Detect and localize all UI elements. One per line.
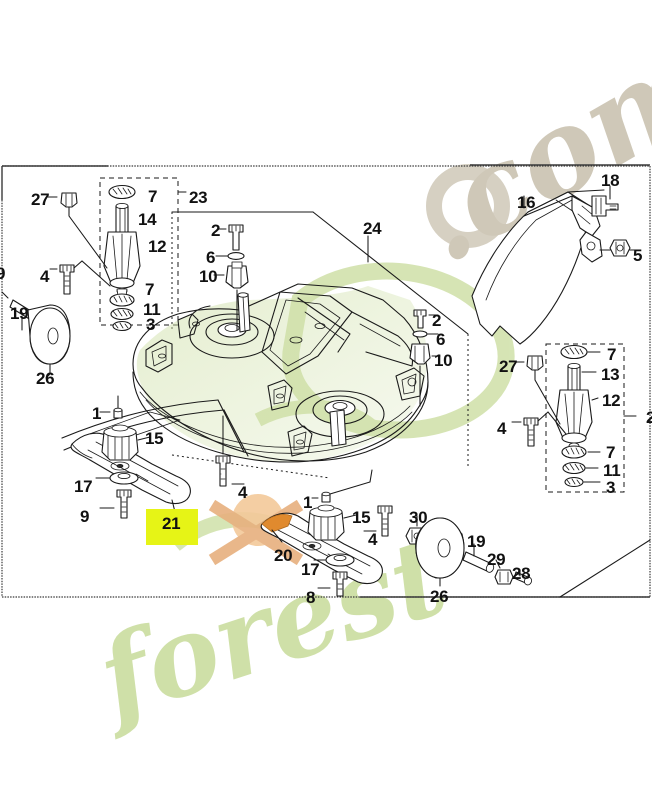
spindle-assembly-left — [103, 184, 141, 332]
callout-2: 2 — [432, 311, 442, 330]
callout-1: 1 — [303, 493, 313, 512]
fasteners-2-6-10-right — [409, 309, 441, 407]
part-4-center — [215, 415, 245, 487]
callout-15: 15 — [352, 508, 371, 527]
callout-27: 27 — [31, 190, 50, 209]
callout-4: 4 — [368, 530, 378, 549]
callout-4: 4 — [497, 419, 507, 438]
callout-26: 26 — [36, 369, 55, 388]
callout-7: 7 — [148, 187, 158, 206]
blade-left-21 — [70, 432, 191, 517]
callout-23: 23 — [189, 188, 208, 207]
callout-12: 12 — [602, 391, 621, 410]
callout-19: 19 — [467, 532, 486, 551]
fasteners-2-6-10-left — [213, 224, 249, 331]
callout-7: 7 — [607, 345, 617, 364]
part-15-left — [99, 395, 151, 461]
deflector-cover-16 — [471, 185, 641, 345]
part-27-right — [515, 355, 561, 425]
part-17-9-left — [95, 471, 139, 519]
spindle-assembly-right — [555, 344, 601, 488]
callout-2: 2 — [646, 408, 652, 427]
highlight-label: 21 — [162, 514, 181, 533]
callout-9: 9 — [80, 507, 90, 526]
part-26-left — [27, 304, 71, 379]
part-27-left — [47, 192, 108, 269]
part-4-left — [49, 260, 111, 295]
callout-17: 17 — [301, 560, 320, 579]
callout-19: 19 — [10, 304, 29, 323]
callout-27: 27 — [499, 357, 518, 376]
callout-4: 4 — [40, 267, 50, 286]
callout-4: 4 — [238, 483, 248, 502]
callout-10: 10 — [199, 267, 218, 286]
part-15-right — [307, 469, 373, 541]
callout-29: 29 — [487, 550, 506, 569]
callout-11: 11 — [603, 461, 621, 480]
callout-8: 8 — [306, 588, 316, 607]
callout-3: 3 — [606, 478, 616, 497]
callout-17: 17 — [74, 477, 93, 496]
callout-6: 6 — [436, 330, 446, 349]
callout-7: 7 — [145, 280, 155, 299]
callout-26: 26 — [430, 587, 449, 606]
callout-15: 15 — [145, 429, 164, 448]
parts-bottom-right — [405, 515, 533, 587]
callout-24: 24 — [363, 219, 382, 238]
callout-30: 30 — [409, 508, 428, 527]
callout-13: 13 — [601, 365, 620, 384]
callout-7: 7 — [606, 443, 616, 462]
callout-2: 2 — [211, 221, 221, 240]
callout-5: 5 — [633, 246, 643, 265]
callout-14: 14 — [138, 210, 157, 229]
callout-20: 20 — [274, 546, 293, 565]
callout-28: 28 — [512, 564, 531, 583]
callout-3: 3 — [146, 315, 156, 334]
callout-1: 1 — [92, 404, 102, 423]
blade-right-20 — [260, 512, 383, 585]
part-4-right — [511, 411, 567, 447]
callout-10: 10 — [434, 351, 453, 370]
callout-16: 16 — [517, 193, 536, 212]
callout-18: 18 — [601, 171, 620, 190]
callout-6: 6 — [206, 248, 216, 267]
part-4-blade-right — [363, 505, 393, 537]
group-box-22 — [545, 343, 637, 493]
part-17-8-right — [313, 553, 355, 597]
callout-12: 12 — [148, 237, 167, 256]
callout-11: 11 — [143, 300, 161, 319]
mower-deck-housing — [61, 211, 469, 479]
selected-part-highlight[interactable]: 21 — [146, 509, 198, 545]
callout-9: 9 — [0, 264, 6, 283]
